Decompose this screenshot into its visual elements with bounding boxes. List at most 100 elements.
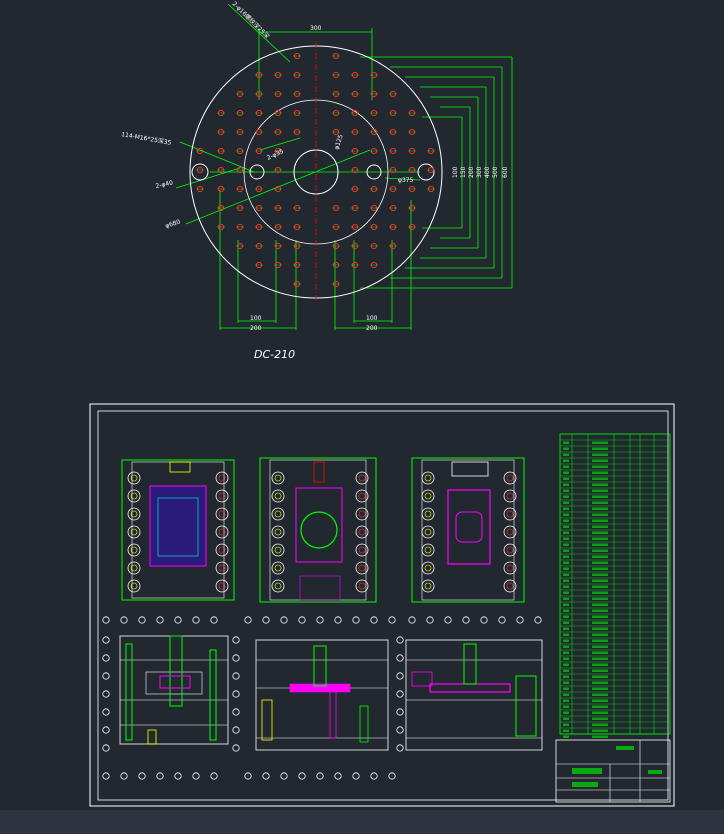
- bolt-hole-inner: [358, 582, 366, 590]
- bom-row-text: [592, 495, 608, 498]
- bolt-hole: [215, 579, 229, 593]
- callout-center-holes: 2-φ35: [266, 148, 285, 162]
- bom-row-number: [563, 507, 569, 510]
- bolt-hole: [271, 489, 285, 503]
- part-balloon: [426, 616, 434, 624]
- callout-pitch-circle: φ375: [398, 177, 414, 184]
- part-balloon: [388, 616, 396, 624]
- bolt-hole-inner: [424, 564, 432, 572]
- section-view-3: [405, 639, 543, 751]
- bolt-hole: [271, 507, 285, 521]
- part-balloon: [102, 654, 110, 662]
- bom-row-number: [563, 609, 569, 612]
- bom-row-number: [563, 621, 569, 624]
- part-balloon: [396, 672, 404, 680]
- bolt-hole-inner: [506, 510, 514, 518]
- bom-row-number: [563, 477, 569, 480]
- bom-row-text: [592, 723, 608, 726]
- bolt-hole-inner: [274, 564, 282, 572]
- part-balloon: [396, 726, 404, 734]
- bom-row-text: [592, 537, 608, 540]
- section-view-1: [119, 635, 229, 745]
- sheet-border-outer: [89, 403, 675, 807]
- bom-row-text: [592, 675, 608, 678]
- part-balloon: [102, 772, 110, 780]
- bolt-hole: [127, 561, 141, 575]
- platen-drawing: 300 100 200 100 200 100 150 200 300 400 …: [121, 0, 513, 361]
- bolt-hole-inner: [424, 528, 432, 536]
- bom-row-number: [563, 549, 569, 552]
- part-balloon: [498, 616, 506, 624]
- bolt-hole-inner: [130, 546, 138, 554]
- part-balloon: [396, 744, 404, 752]
- bom-row-text: [592, 699, 608, 702]
- bolt-hole: [215, 489, 229, 503]
- part-balloon: [156, 772, 164, 780]
- bom-row-number: [563, 447, 569, 450]
- bolt-hole-inner: [218, 582, 226, 590]
- part-balloon: [138, 772, 146, 780]
- bolt-hole: [421, 543, 435, 557]
- part-balloon: [262, 616, 270, 624]
- callout-ejector-holes: 2-φ40: [155, 179, 174, 190]
- bolt-hole-inner: [274, 492, 282, 500]
- bom-row-text: [592, 519, 608, 522]
- bom-row-text: [592, 483, 608, 486]
- bom-row-number: [563, 585, 569, 588]
- ejector-hole-right: [417, 163, 435, 181]
- bolt-hole-inner: [218, 492, 226, 500]
- bolt-hole: [215, 525, 229, 539]
- bom-row-number: [563, 561, 569, 564]
- dim-right-600: 600: [502, 166, 509, 178]
- bom-row-number: [563, 531, 569, 534]
- dim-right-500: 500: [492, 166, 499, 178]
- part-balloon: [396, 708, 404, 716]
- part-balloon: [138, 616, 146, 624]
- bolt-hole: [271, 543, 285, 557]
- bom-row-text: [592, 657, 608, 660]
- bom-row-text: [592, 477, 608, 480]
- part-balloon: [102, 708, 110, 716]
- bom-row-number: [563, 603, 569, 606]
- bolt-hole: [503, 525, 517, 539]
- part-balloon: [388, 772, 396, 780]
- callout-loc-diameter: φ125: [333, 134, 344, 151]
- bom-row-text: [592, 597, 608, 600]
- bom-row-text: [592, 459, 608, 462]
- bolt-hole-inner: [274, 528, 282, 536]
- part-balloon: [280, 616, 288, 624]
- part-balloon: [192, 616, 200, 624]
- bom-row-text: [592, 579, 608, 582]
- bom-row-text: [592, 633, 608, 636]
- bolt-hole: [271, 561, 285, 575]
- bolt-hole-inner: [274, 582, 282, 590]
- bom-row-text: [592, 639, 608, 642]
- bom-row-text: [592, 627, 608, 630]
- bom-row-text: [592, 447, 608, 450]
- part-balloon: [120, 772, 128, 780]
- bolt-hole: [503, 507, 517, 521]
- bom-row-text: [592, 555, 608, 558]
- bolt-hole-inner: [506, 582, 514, 590]
- part-balloon: [232, 726, 240, 734]
- bolt-hole: [355, 561, 369, 575]
- bolt-hole: [355, 543, 369, 557]
- bolt-hole-inner: [130, 474, 138, 482]
- bom-row-text: [592, 507, 608, 510]
- bom-row-text: [592, 591, 608, 594]
- part-balloon: [534, 616, 542, 624]
- callout-rotated-top: 2-φ16螺纹深25深: [231, 0, 271, 40]
- part-balloon: [232, 654, 240, 662]
- part-balloon: [120, 616, 128, 624]
- part-balloon: [370, 616, 378, 624]
- bom-row-text: [592, 663, 608, 666]
- bom-row-text: [592, 525, 608, 528]
- bom-row-number: [563, 687, 569, 690]
- bolt-hole-inner: [358, 492, 366, 500]
- bom-row-number: [563, 579, 569, 582]
- part-balloon: [462, 616, 470, 624]
- bom-row-number: [563, 543, 569, 546]
- bom-row-text: [592, 717, 608, 720]
- status-strip: [0, 810, 724, 834]
